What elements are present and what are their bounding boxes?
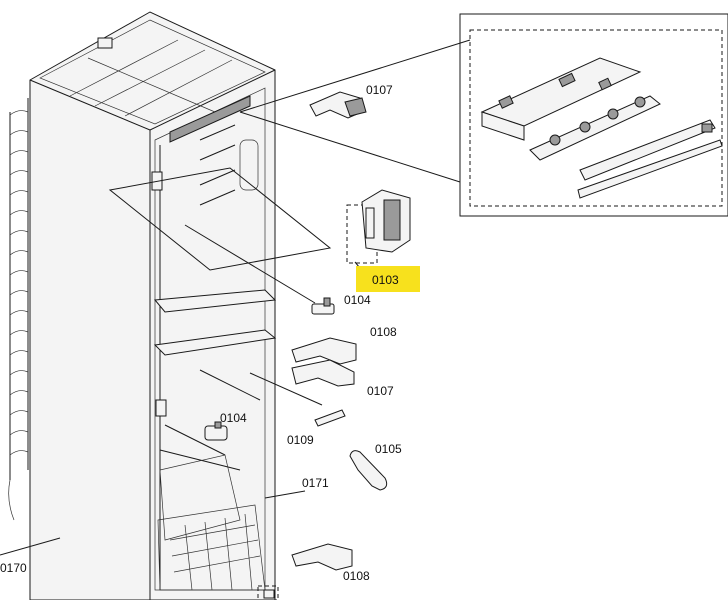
- hinge-middle: [291, 337, 357, 387]
- switch-bar-part: [314, 409, 346, 427]
- hinge-bottom: [291, 543, 353, 571]
- condenser-coil: [0, 98, 61, 556]
- label-0105: 0105: [375, 442, 402, 456]
- label-0171: 0171: [302, 476, 329, 490]
- label-0107-top: 0107: [366, 83, 393, 97]
- label-0108-lower: 0108: [343, 569, 370, 583]
- label-0170: 0170: [0, 561, 27, 575]
- label-0104-upper: 0104: [344, 293, 371, 307]
- switch-part-lower: [204, 421, 228, 441]
- hinge-top: [309, 91, 367, 119]
- label-0103: 0103: [372, 273, 399, 287]
- part-labels: 0170 0107 0103 0104 0108 0107 0109 0104 …: [0, 83, 402, 583]
- switch-part-upper: [311, 297, 335, 315]
- control-panel-detail-inset: [239, 13, 728, 217]
- highlight-0103: [356, 266, 420, 292]
- label-0109: 0109: [287, 433, 314, 447]
- lamp-cover-part: [346, 189, 411, 264]
- label-0108-upper: 0108: [370, 325, 397, 339]
- label-0107-mid: 0107: [367, 384, 394, 398]
- fridge-cabinet: [29, 11, 277, 600]
- handle-loop-part: [349, 450, 388, 491]
- bottom-small-part: [257, 585, 279, 600]
- label-0104-lower: 0104: [220, 411, 247, 425]
